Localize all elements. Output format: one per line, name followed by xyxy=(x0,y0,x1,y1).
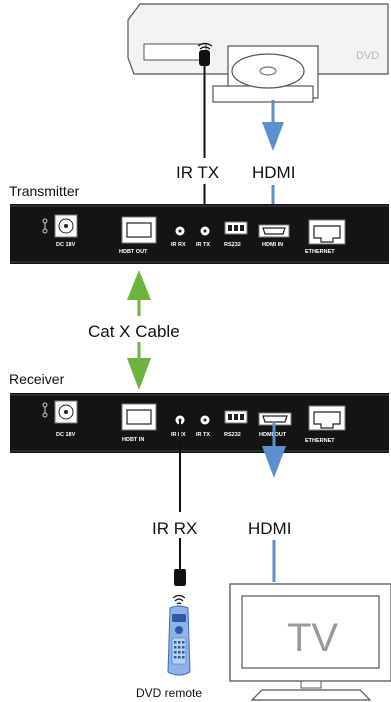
catx-down-arrow-icon xyxy=(127,358,151,390)
tx-hdmi-port: HDMI IN xyxy=(258,224,290,248)
hdmi-top-label: HDMI xyxy=(252,163,295,182)
tx-rs232-label: RS232 xyxy=(224,242,241,248)
transmitter-device: DC 18V HDBT OUT IR RX IR TX RS232 xyxy=(10,204,389,264)
rx-rs232-label: RS232 xyxy=(224,432,241,438)
ir-receiver-eye-icon xyxy=(174,569,186,586)
tv: TV xyxy=(229,583,391,701)
receiver-label: Receiver xyxy=(9,371,65,387)
rx-ir-rx-label: IR RX xyxy=(171,432,186,438)
hdmi-bottom-arrow-icon xyxy=(262,446,286,478)
remote-ir-signal-icon xyxy=(172,594,186,605)
rx-hdbt-label: HDBT IN xyxy=(122,437,144,443)
rx-dc-port: DC 18V xyxy=(42,400,78,438)
tx-ethernet-label: ETHERNET xyxy=(305,249,335,255)
tx-ir-rx-port: IR RX xyxy=(171,226,186,248)
remote-label: DVD remote xyxy=(136,686,202,700)
catx-cable xyxy=(127,270,151,390)
hdmi-top-arrow-icon xyxy=(262,122,284,151)
tx-ir-tx-label: IR TX xyxy=(196,242,210,248)
ir-signal-icon xyxy=(197,42,213,50)
rx-hdbt-port: HDBT IN xyxy=(121,403,157,443)
rx-rs232-port: RS232 xyxy=(224,410,248,438)
tx-ethernet-port: ETHERNET xyxy=(305,219,346,255)
receiver-device: DC 18V HDBT IN IR RX IR TX RS232 HDM xyxy=(10,393,389,453)
rx-ethernet-port: ETHERNET xyxy=(305,405,346,444)
tx-hdmi-label: HDMI IN xyxy=(262,242,283,248)
tx-rs232-port: RS232 xyxy=(224,221,248,248)
rx-ir-tx-label: IR TX xyxy=(196,432,210,438)
tx-dc-port: DC 18V xyxy=(42,214,78,248)
tx-ir-rx-label: IR RX xyxy=(171,242,186,248)
tx-hdbt-label: HDBT OUT xyxy=(119,249,148,255)
ir-tx-label: IR TX xyxy=(176,163,219,182)
transmitter-label: Transmitter xyxy=(9,183,80,199)
rx-ethernet-label: ETHERNET xyxy=(305,438,335,444)
hdmi-bottom-cable xyxy=(262,421,286,582)
dvd-player: DVD xyxy=(127,3,389,103)
tx-ir-tx-port: IR TX xyxy=(196,226,210,248)
tv-label: TV xyxy=(287,616,338,660)
rx-dc-label: DC 18V xyxy=(56,432,76,438)
tx-hdbt-port: HDBT OUT xyxy=(119,216,157,255)
catx-up-arrow-icon xyxy=(127,270,151,300)
rx-ir-tx-port: IR TX xyxy=(196,415,210,438)
hdmi-bottom-label: HDMI xyxy=(248,519,291,538)
cable-label: Cat X Cable xyxy=(88,322,180,341)
tx-dc-label: DC 18V xyxy=(56,242,76,248)
ir-rx-label: IR RX xyxy=(152,519,197,538)
dvd-label: DVD xyxy=(356,50,379,62)
dvd-remote xyxy=(167,594,191,676)
ir-rx-cable xyxy=(174,420,186,586)
